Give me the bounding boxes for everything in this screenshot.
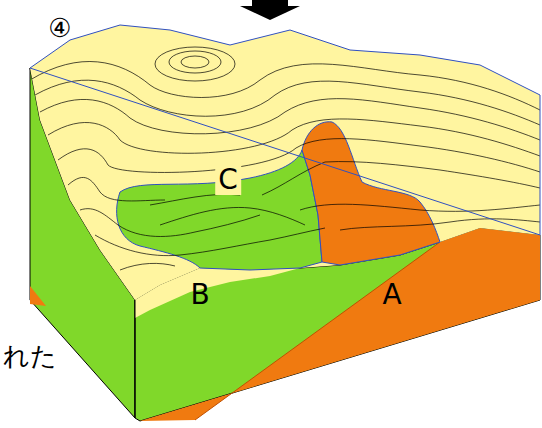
block-outline <box>30 25 540 235</box>
block-edge <box>135 300 136 418</box>
outcrop-b <box>117 150 322 270</box>
top-surface <box>30 25 540 300</box>
step-number: ④ <box>48 15 71 41</box>
layer-label: B <box>190 281 209 309</box>
outcrop-a <box>302 122 440 265</box>
layer-label: C <box>215 165 241 195</box>
contour-lines <box>30 47 540 270</box>
caption-fragment: れた <box>3 343 57 369</box>
left-face-layer-a <box>30 286 46 306</box>
layer-label: A <box>382 281 401 309</box>
step-arrow <box>240 0 300 20</box>
